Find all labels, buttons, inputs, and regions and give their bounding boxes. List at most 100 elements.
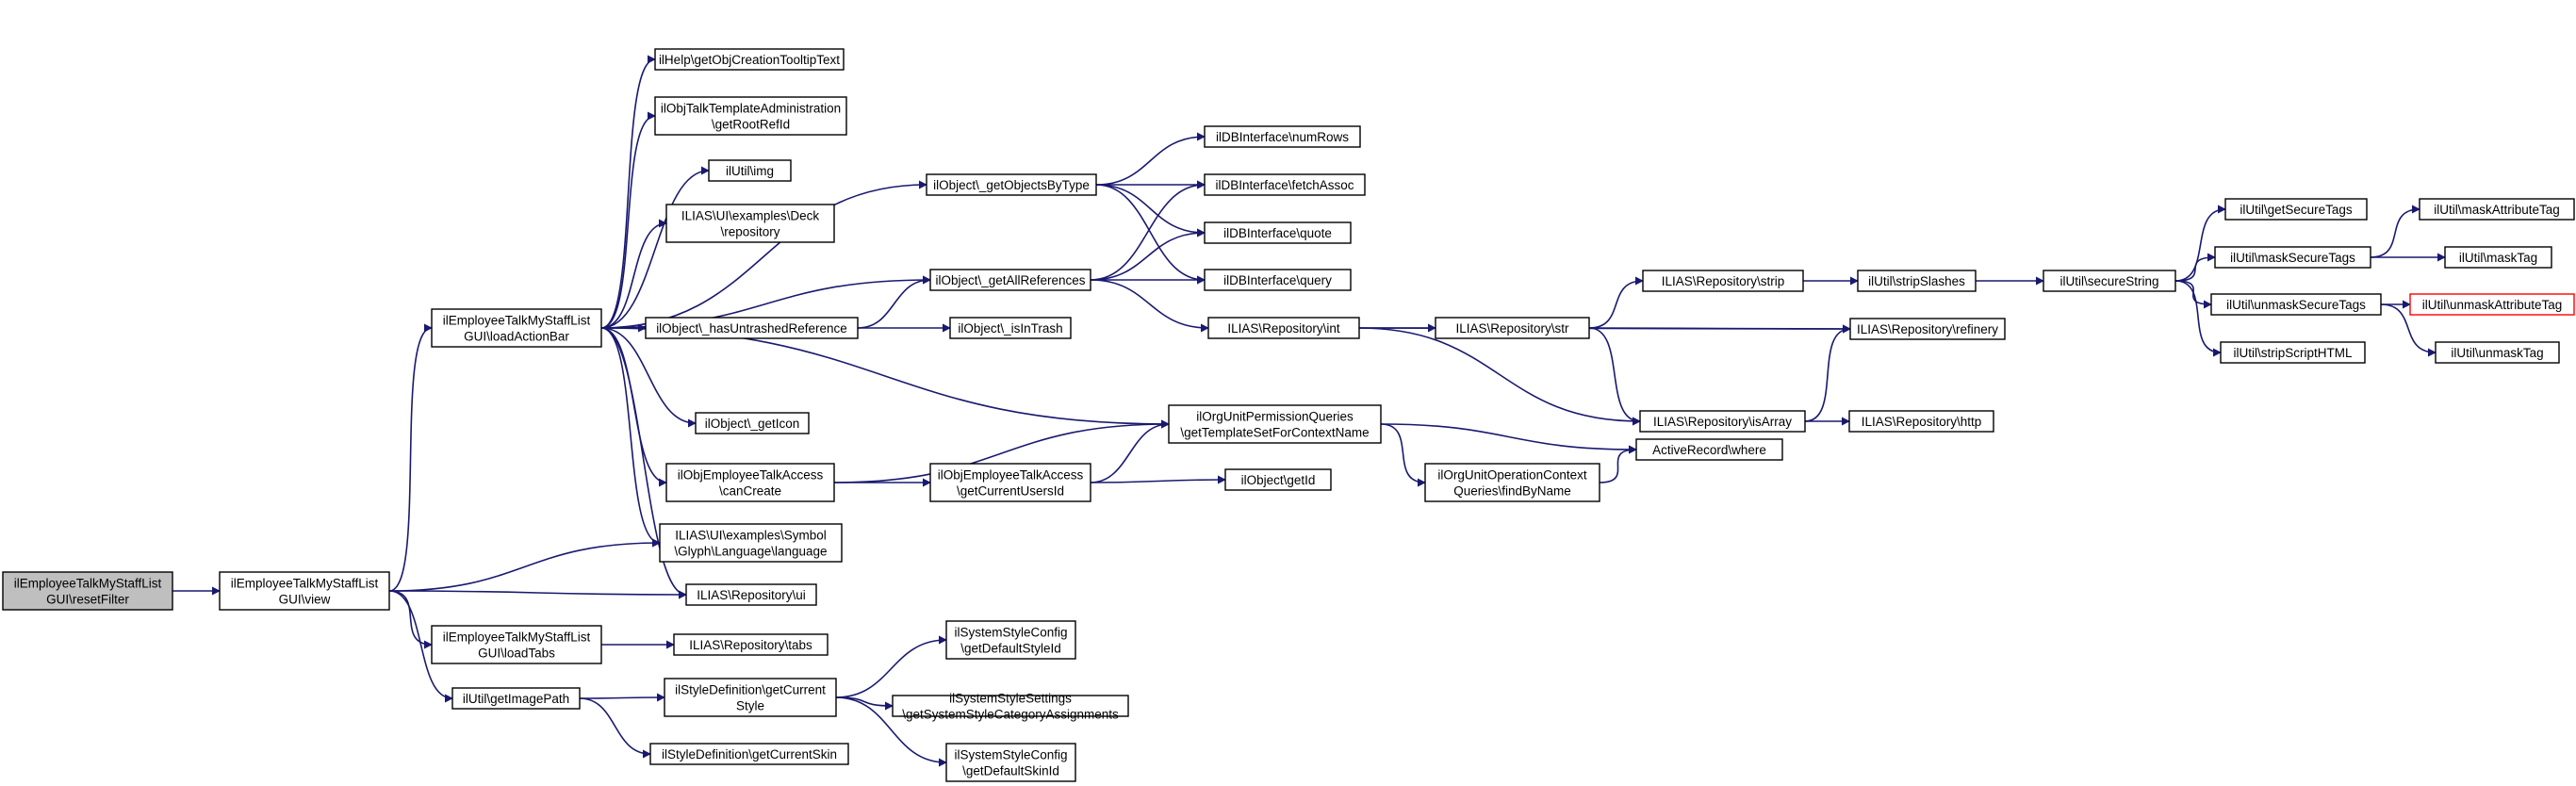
node-box <box>929 463 1091 502</box>
node-box <box>1168 404 1382 444</box>
edge-view-to-repoUi <box>388 590 687 599</box>
node-getRootRefId[interactable]: ilObjTalkTemplateAdministration\getRootR… <box>654 96 847 136</box>
node-maskSecureTags[interactable]: ilUtil\maskSecureTags <box>2214 246 2371 269</box>
node-glyphLanguage[interactable]: ILIAS\UI\examples\Symbol\Glyph\Language\… <box>659 523 843 563</box>
node-box <box>1207 317 1360 339</box>
node-numRows[interactable]: ilDBInterface\numRows <box>1204 125 1361 148</box>
node-isInTrash[interactable]: ilObject\_isInTrash <box>949 317 1072 339</box>
node-box <box>1204 269 1352 291</box>
node-getTemplateSetForContextName[interactable]: ilOrgUnitPermissionQueries\getTemplateSe… <box>1168 404 1382 444</box>
node-label: ilObjEmployeeTalkAccess <box>938 468 1084 483</box>
node-repoStr[interactable]: ILIAS\Repository\str <box>1435 317 1590 339</box>
node-label: ILIAS\Repository\int <box>1227 321 1340 336</box>
node-deckRepository[interactable]: ILIAS\UI\examples\Deck\repository <box>665 204 835 243</box>
node-box <box>2224 198 2368 221</box>
edge-secureString-to-getSecureTags <box>2174 205 2226 282</box>
node-maskTag[interactable]: ilUtil\maskTag <box>2444 246 2552 269</box>
node-box <box>1204 125 1361 148</box>
node-label: \getRootRefId <box>712 118 790 132</box>
node-getSecureTags[interactable]: ilUtil\getSecureTags <box>2224 198 2368 221</box>
node-repoRefinery[interactable]: ILIAS\Repository\refinery <box>1849 318 2006 340</box>
node-label: ilEmployeeTalkMyStaffList <box>443 630 591 645</box>
node-getImagePath[interactable]: ilUtil\getImagePath <box>451 687 581 710</box>
node-getObjCreationTooltipText[interactable]: ilHelp\getObjCreationTooltipText <box>654 48 845 71</box>
node-label: ILIAS\UI\examples\Deck <box>681 209 820 223</box>
node-getId[interactable]: ilObject\getId <box>1224 468 1332 491</box>
node-unmaskAttributeTag[interactable]: ilUtil\unmaskAttributeTag <box>2409 293 2575 316</box>
node-getIcon[interactable]: ilObject\_getIcon <box>695 412 810 434</box>
node-hasUntrashedReference[interactable]: ilObject\_hasUntrashedReference <box>645 317 859 339</box>
node-unmaskTag[interactable]: ilUtil\unmaskTag <box>2435 341 2560 364</box>
node-label: ILIAS\UI\examples\Symbol <box>675 529 827 543</box>
node-getCurrentSkin[interactable]: ilStyleDefinition\getCurrentSkin <box>649 743 849 765</box>
node-label: ilUtil\secureString <box>2059 274 2158 288</box>
node-img[interactable]: ilUtil\img <box>708 159 792 182</box>
node-box <box>673 633 829 656</box>
edge-loadActionBar-to-getTemplateSetForContextName <box>600 327 1170 429</box>
edge-getTemplateSetForContextName-to-findByName <box>1380 423 1426 487</box>
node-label: ilSystemStyleSettings <box>949 692 1072 706</box>
node-stripSlashes[interactable]: ilUtil\stripSlashes <box>1857 270 1977 292</box>
node-label: ILIAS\Repository\str <box>1455 321 1569 336</box>
edge-secureString-to-maskSecureTags <box>2174 253 2216 282</box>
node-label: ilObjEmployeeTalkAccess <box>678 468 824 483</box>
edge-getTemplateSetForContextName-to-activeRecordWhere <box>1380 423 1637 454</box>
node-label: ILIAS\Repository\refinery <box>1857 322 1998 336</box>
node-box <box>926 173 1097 196</box>
node-label: ilDBInterface\quote <box>1223 226 1332 240</box>
node-findByName[interactable]: ilOrgUnitOperationContextQueries\findByN… <box>1424 463 1600 502</box>
edge-loadActionBar-to-repoUi <box>600 327 687 599</box>
node-repoTabs[interactable]: ILIAS\Repository\tabs <box>673 633 829 656</box>
node-label: ilEmployeeTalkMyStaffList <box>443 314 591 328</box>
node-box <box>708 159 792 182</box>
node-getCurrentUsersId[interactable]: ilObjEmployeeTalkAccess\getCurrentUsersI… <box>929 463 1091 502</box>
node-quote[interactable]: ilDBInterface\quote <box>1204 221 1352 244</box>
node-label: ilObject\_isInTrash <box>958 321 1062 336</box>
call-nodes: ilEmployeeTalkMyStaffListGUI\resetFilter… <box>2 48 2575 782</box>
node-activeRecordWhere[interactable]: ActiveRecord\where <box>1635 438 1783 461</box>
node-stripScriptHTML[interactable]: ilUtil\stripScriptHTML <box>2220 341 2366 364</box>
node-getAllReferences[interactable]: ilObject\_getAllReferences <box>929 269 1091 291</box>
edge-getCurrentStyle-to-getDefaultSkinId <box>835 696 947 767</box>
node-secureString[interactable]: ilUtil\secureString <box>2043 270 2176 292</box>
node-box <box>685 583 817 606</box>
node-label: ilObject\_hasUntrashedReference <box>656 321 847 336</box>
node-repoHttp[interactable]: ILIAS\Repository\http <box>1848 410 1994 433</box>
node-getObjectsByType[interactable]: ilObject\_getObjectsByType <box>926 173 1097 196</box>
node-getDefaultSkinId[interactable]: ilSystemStyleConfig\getDefaultSkinId <box>945 743 1076 782</box>
node-box <box>654 96 847 136</box>
node-getDefaultStyleId[interactable]: ilSystemStyleConfig\getDefaultStyleId <box>945 620 1076 660</box>
edge-loadActionBar-to-getRootRefId <box>600 111 656 329</box>
node-box <box>659 523 843 563</box>
node-box <box>1639 410 1806 433</box>
node-box <box>945 743 1076 782</box>
node-maskAttributeTag[interactable]: ilUtil\maskAttributeTag <box>2419 198 2575 221</box>
edge-getAllReferences-to-fetchAssoc <box>1090 180 1206 281</box>
node-label: ilUtil\stripSlashes <box>1868 274 1965 288</box>
node-getSystemStyleCategoryAssignments[interactable]: ilSystemStyleSettings\getSystemStyleCate… <box>892 692 1129 722</box>
node-box <box>2 571 173 611</box>
node-repoInt[interactable]: ILIAS\Repository\int <box>1207 317 1360 339</box>
node-label: \getDefaultStyleId <box>960 642 1061 656</box>
edge-findByName-to-activeRecordWhere <box>1599 445 1637 483</box>
node-canCreate[interactable]: ilObjEmployeeTalkAccess\canCreate <box>665 463 835 502</box>
node-box <box>2409 293 2575 316</box>
node-loadActionBar[interactable]: ilEmployeeTalkMyStaffListGUI\loadActionB… <box>431 308 602 348</box>
node-repoUi[interactable]: ILIAS\Repository\ui <box>685 583 817 606</box>
node-unmaskSecureTags[interactable]: ilUtil\unmaskSecureTags <box>2210 293 2382 316</box>
edge-hasUntrashedReference-to-getAllReferences <box>857 275 931 329</box>
node-fetchAssoc[interactable]: ilDBInterface\fetchAssoc <box>1204 173 1366 196</box>
node-box <box>1424 463 1600 502</box>
node-box <box>2210 293 2382 316</box>
node-repoStrip[interactable]: ILIAS\Repository\strip <box>1642 270 1804 292</box>
node-box <box>2214 246 2371 269</box>
node-query[interactable]: ilDBInterface\query <box>1204 269 1352 291</box>
node-box <box>695 412 810 434</box>
node-repoIsArray[interactable]: ILIAS\Repository\isArray <box>1639 410 1806 433</box>
node-label: ilHelp\getObjCreationTooltipText <box>659 53 840 67</box>
node-box <box>2444 246 2552 269</box>
